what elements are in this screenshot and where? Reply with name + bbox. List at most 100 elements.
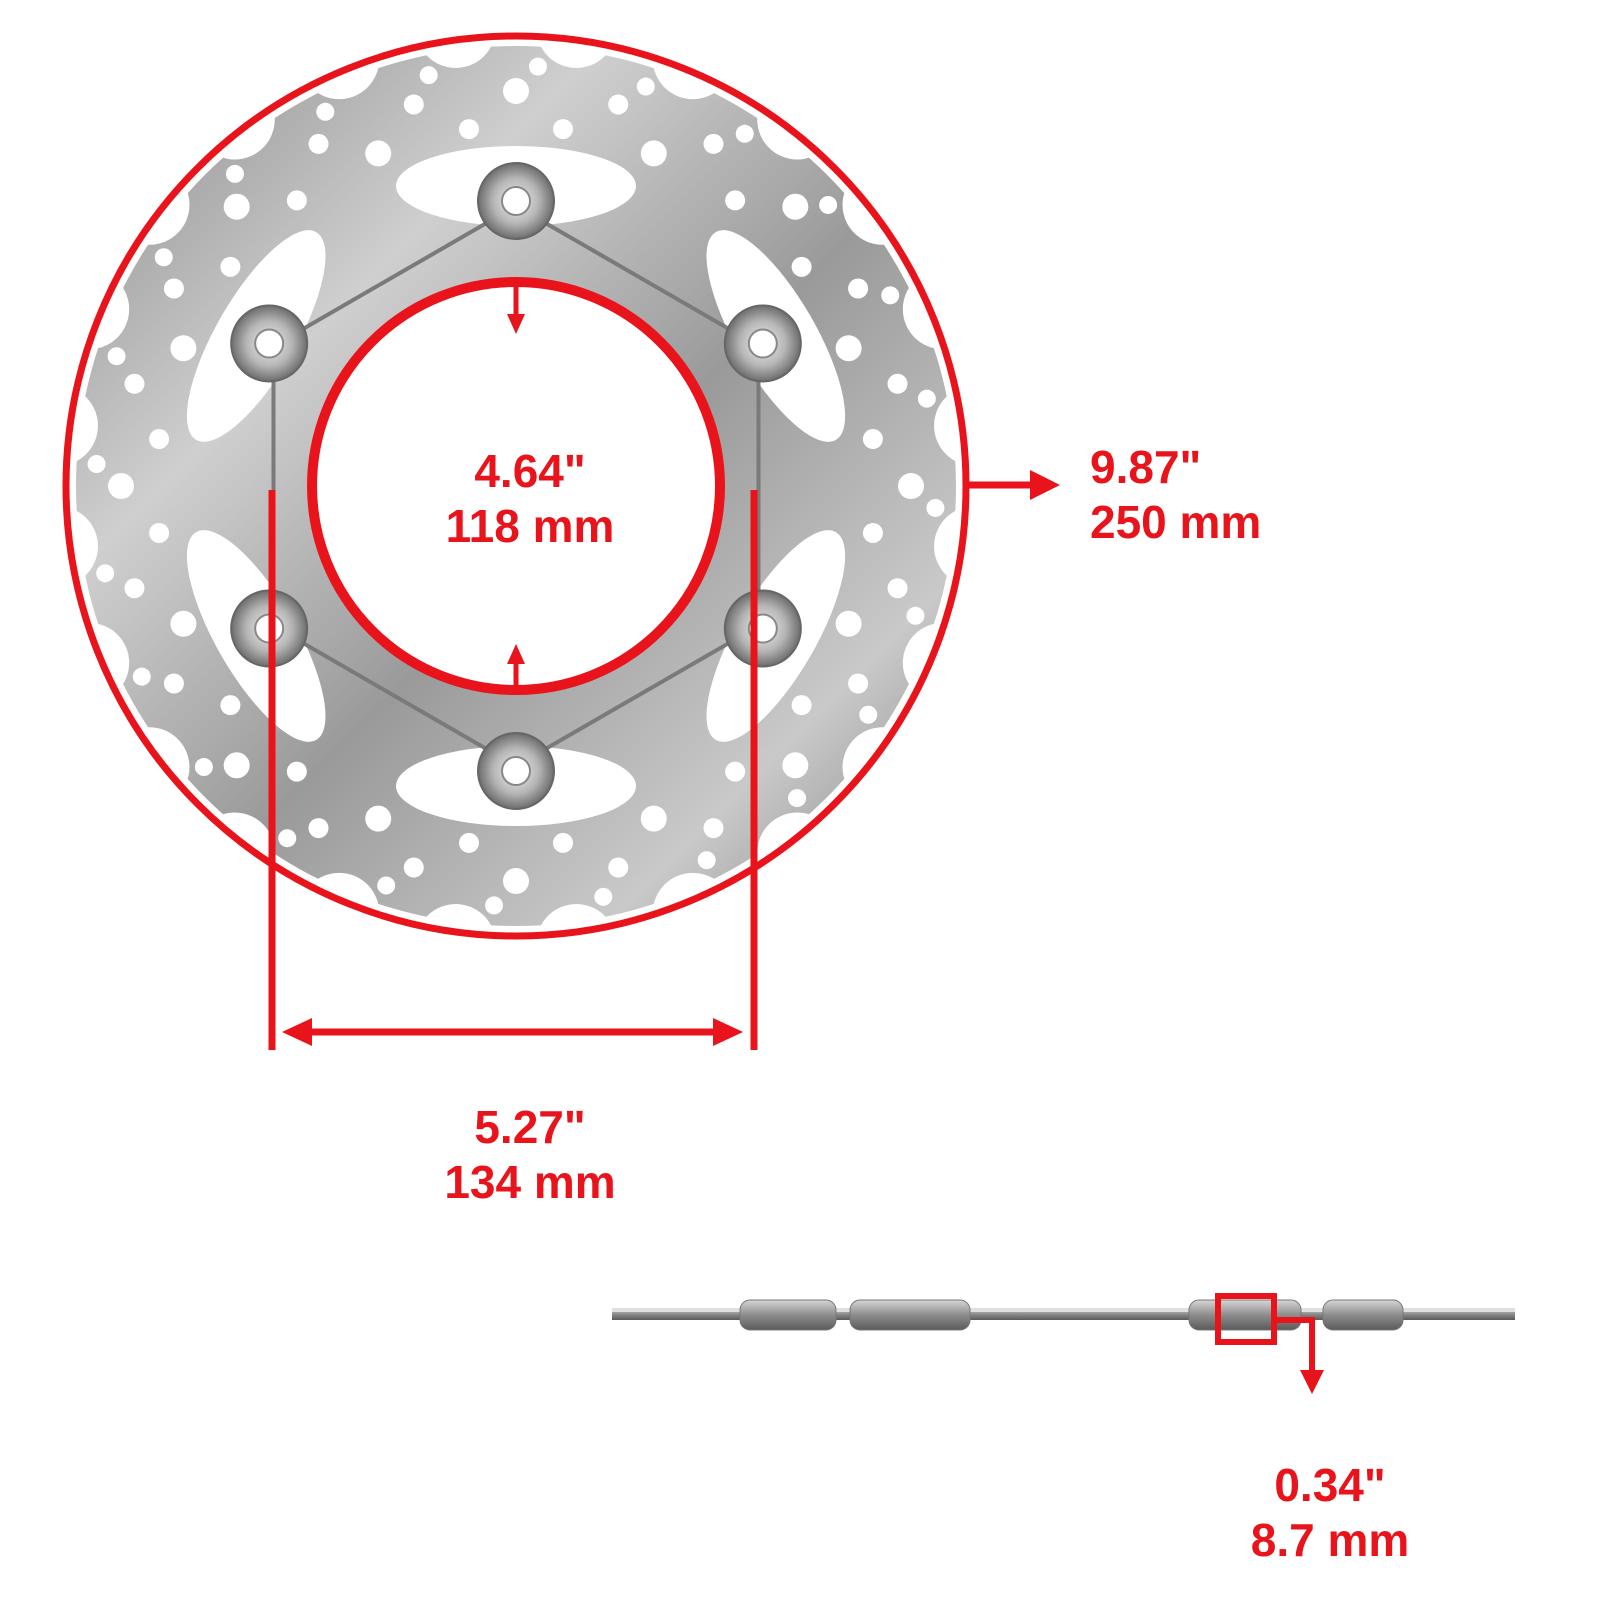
vent-hole (223, 193, 250, 220)
wave-edge-cutout (842, 727, 923, 808)
thickness-label: 0.34" 8.7 mm (1230, 1458, 1430, 1568)
bolt-hole (501, 186, 531, 216)
vent-hole (419, 66, 438, 85)
vent-hole (163, 278, 184, 299)
outer-diameter-inches: 9.87" (1090, 441, 1202, 493)
vent-hole (788, 789, 807, 808)
vent-hole (163, 673, 184, 694)
vent-hole (608, 857, 629, 878)
vent-hole (725, 190, 746, 211)
wave-edge-cutout (17, 385, 98, 466)
outer-diameter-circle (62, 32, 970, 940)
vent-hole (552, 119, 573, 140)
bolt-spacing-mm: 134 mm (444, 1156, 616, 1209)
vent-hole (862, 429, 883, 450)
wave-edge-cutout (757, 79, 838, 160)
arrow-down-icon (1300, 1370, 1324, 1394)
vent-hole (697, 851, 716, 870)
wave-edge-cutout (934, 385, 1015, 466)
wave-edge-cutout (109, 164, 190, 245)
inner-diameter-top-arrow (507, 285, 525, 334)
vent-hole (149, 522, 170, 543)
wave-edge-cutout (415, 904, 496, 985)
vent-hole (107, 347, 126, 366)
vent-hole (725, 761, 746, 782)
vent-hole (220, 256, 241, 277)
vent-hole (194, 758, 213, 777)
outer-diameter-mm: 250 mm (1090, 496, 1262, 549)
vent-hole (640, 140, 667, 167)
vent-hole (503, 78, 529, 104)
vent-hole (735, 124, 754, 143)
vent-hole (819, 195, 838, 214)
vent-hole (96, 564, 115, 583)
inner-diameter-inches: 4.64" (474, 445, 586, 497)
bolt-spacing-label: 5.27" 134 mm (390, 1100, 670, 1210)
vent-hole (308, 818, 329, 839)
vent-hole (377, 876, 396, 895)
vent-hole (154, 248, 173, 267)
vent-hole (365, 805, 392, 832)
wave-edge-cutout (536, 0, 617, 68)
vent-hole (459, 119, 480, 140)
vent-hole (485, 896, 504, 915)
outer-diameter-label: 9.87" 250 mm (1090, 440, 1330, 550)
vent-hole (403, 94, 424, 115)
vent-hole (220, 695, 241, 716)
wave-edge-cutout (536, 904, 617, 985)
wave-edge-cutout (17, 506, 98, 587)
vent-hole (223, 752, 250, 779)
vent-hole (503, 868, 529, 894)
vent-hole (791, 256, 812, 277)
vent-hole (898, 473, 924, 499)
vent-hole (887, 373, 908, 394)
bolt-hole (254, 328, 285, 359)
vent-hole (862, 522, 883, 543)
vent-hole (108, 473, 134, 499)
vent-hole (703, 818, 724, 839)
vent-hole (149, 429, 170, 450)
rotor-mounting-bosses (230, 162, 802, 810)
vent-hole (286, 761, 307, 782)
side-boss (849, 1299, 971, 1331)
wave-edge-cutout (757, 812, 838, 893)
vent-hole (881, 286, 900, 305)
vent-hole (124, 373, 145, 394)
vent-hole (87, 455, 106, 474)
vent-hole (552, 832, 573, 853)
vent-hole (132, 667, 151, 686)
side-boss (1322, 1299, 1404, 1331)
vent-hole (848, 278, 869, 299)
vent-hole (594, 887, 613, 906)
wave-edge-cutout (842, 164, 923, 245)
wave-edge-cutout (194, 79, 275, 160)
vent-hole (926, 498, 945, 517)
vent-hole (365, 140, 392, 167)
vent-hole (528, 57, 547, 76)
vent-hole (835, 610, 862, 637)
rotor-side-view (612, 1299, 1515, 1331)
vent-hole (917, 389, 936, 408)
thickness-inches: 0.34" (1274, 1459, 1386, 1511)
double-arrow-icon (282, 1018, 743, 1046)
vent-hole (278, 829, 297, 848)
vent-hole (640, 805, 667, 832)
vent-hole (286, 190, 307, 211)
side-boss (1188, 1299, 1302, 1331)
vent-hole (459, 832, 480, 853)
vent-hole (608, 94, 629, 115)
vent-hole (316, 102, 335, 121)
vent-hole (170, 335, 197, 362)
vent-hole (859, 705, 878, 724)
vent-hole (782, 193, 809, 220)
vent-hole (887, 578, 908, 599)
vent-hole (848, 673, 869, 694)
inner-diameter-label: 4.64" 118 mm (390, 444, 670, 554)
side-boss (739, 1299, 837, 1331)
inner-diameter-mm: 118 mm (445, 500, 615, 553)
vent-hole (170, 610, 197, 637)
vent-hole (703, 133, 724, 154)
wave-edge-cutout (109, 727, 190, 808)
thickness-mm: 8.7 mm (1250, 1514, 1410, 1567)
